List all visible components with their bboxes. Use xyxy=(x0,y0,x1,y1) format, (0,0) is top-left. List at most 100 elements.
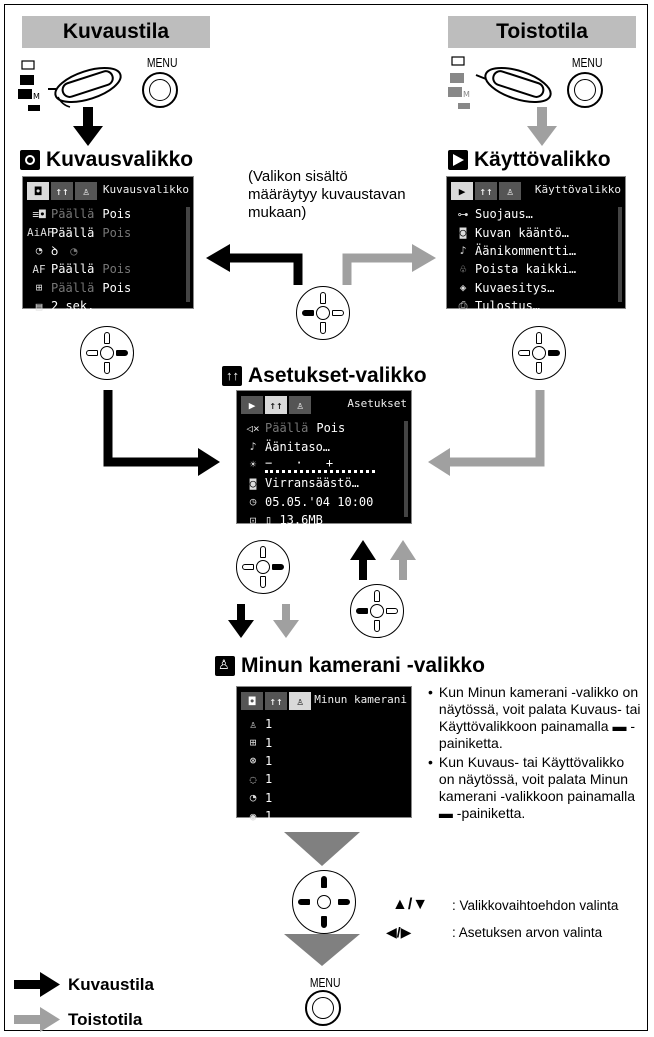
scrollbar[interactable] xyxy=(186,207,190,302)
row-icon: ⎙ xyxy=(458,299,468,313)
row-icon: ◔ xyxy=(35,244,43,258)
playback-row[interactable]: ◈Kuvaesitys… xyxy=(451,279,615,297)
mycamera-row[interactable]: ♙1 xyxy=(241,715,401,733)
shooting-row[interactable]: ◔ꝺ◔ xyxy=(27,242,183,260)
to-playback-menu-arrow xyxy=(342,244,436,285)
tools-icon: ↑↑ xyxy=(222,366,242,386)
mycamera-row[interactable]: ◉1 xyxy=(241,807,401,825)
shooting-menu-title-text: Kuvausvalikko xyxy=(46,148,194,171)
row-icon: ♪ xyxy=(459,244,467,258)
row-dim: Päällä xyxy=(265,421,309,436)
mycamera-menu-title: ♙ Minun kamerani -valikko xyxy=(215,654,485,678)
tab-setup[interactable]: ↑↑ xyxy=(265,692,287,710)
setup-row[interactable]: ◙Virransäästö… xyxy=(241,474,401,492)
controller-dial-bottom[interactable] xyxy=(292,870,356,934)
tab-mycamera[interactable]: ♙ xyxy=(289,396,311,414)
row-icon: ◈ xyxy=(459,281,467,295)
bullet-list: •Kun Minun kamerani -valikko on näytössä… xyxy=(428,684,643,822)
menu-button-shooting[interactable] xyxy=(142,72,178,108)
row-icon: ▤ xyxy=(35,299,43,313)
mycamera-row[interactable]: ◌1 xyxy=(241,770,401,788)
legend-playback: Toistotila xyxy=(68,1010,143,1029)
playback-down-arrow xyxy=(527,107,557,146)
mycamera-row[interactable]: ◔1 xyxy=(241,789,401,807)
tab-mycamera[interactable]: ♙ xyxy=(75,182,97,200)
scrollbar[interactable] xyxy=(404,421,408,517)
setup-menu-title-text: Asetukset-valikko xyxy=(248,364,427,387)
setup-row[interactable]: ♪ Äänitaso… xyxy=(241,437,401,455)
row-icon: ☀ xyxy=(249,458,257,472)
playback-row[interactable]: ♧Poista kaikki… xyxy=(451,260,615,278)
menu-button-playback[interactable] xyxy=(567,72,603,108)
row-dim: Päällä xyxy=(51,207,95,222)
tab-shooting[interactable]: ◘ xyxy=(241,692,263,710)
tab-mycamera[interactable]: ♙ xyxy=(289,692,311,710)
play-icon xyxy=(448,150,468,170)
bullet-text: Kun Kuvaus- tai Käyttövalikko on näytöss… xyxy=(438,754,636,821)
bullet-item: •Kun Kuvaus- tai Käyttövalikko on näytös… xyxy=(428,754,643,822)
playback-row[interactable]: ◙Kuvan kääntö… xyxy=(451,223,615,241)
row-icon: ≡◘ xyxy=(32,207,46,221)
shooting-to-setup-arrow xyxy=(103,390,220,476)
shooting-row[interactable]: ≡◘ Päällä Pois xyxy=(27,205,183,223)
setup-to-mycamera-arrow-playback xyxy=(273,604,299,638)
shooting-row[interactable]: ▤ 2 sek. xyxy=(27,297,183,315)
playback-row[interactable]: ♪ Äänikommentti… xyxy=(451,242,615,260)
row-value: 1 xyxy=(265,735,273,750)
tab-shooting[interactable]: ◘ xyxy=(27,182,49,200)
shooting-menu-title: Kuvausvalikko xyxy=(20,148,193,172)
mycamera-row[interactable]: ⊞1 xyxy=(241,733,401,751)
playback-row[interactable]: ⎙Tulostus… xyxy=(451,297,615,315)
mycamera-row[interactable]: ⊛1 xyxy=(241,752,401,770)
tab-playback[interactable]: ▶ xyxy=(241,396,263,414)
tab-mycamera[interactable]: ♙ xyxy=(499,182,521,200)
controller-dial-right[interactable] xyxy=(512,326,566,380)
tab-playback[interactable]: ▶ xyxy=(451,182,473,200)
setup-row[interactable]: ⊡▯ 13.6MB xyxy=(241,511,401,529)
setup-row[interactable]: ☀ − · + xyxy=(241,456,401,474)
setup-row[interactable]: ◷05.05.'04 10:00 xyxy=(241,493,401,511)
tab-setup[interactable]: ↑↑ xyxy=(51,182,73,200)
mycamera-rows: ♙1 ⊞1 ⊛1 ◌1 ◔1 ◉1 xyxy=(241,715,401,825)
row-value: Pois xyxy=(102,207,132,222)
menu-label-shooting: MENU xyxy=(146,55,178,70)
row-value: Äänitaso… xyxy=(265,439,331,454)
playback-row[interactable]: ⊶Suojaus… xyxy=(451,205,615,223)
row-icon: ◌ xyxy=(249,772,257,786)
row-value: Äänikommentti… xyxy=(475,243,577,258)
controller-dial-setup-left[interactable] xyxy=(236,540,290,594)
playback-mode-header-text: Toistotila xyxy=(496,20,588,43)
controller-dial-left[interactable] xyxy=(80,326,134,380)
tab-setup[interactable]: ↑↑ xyxy=(265,396,287,414)
shooting-mode-header-text: Kuvaustila xyxy=(62,20,170,43)
menu-button-bottom[interactable] xyxy=(305,990,341,1026)
row-dim: Pois xyxy=(102,262,132,277)
row-icon: AiAF xyxy=(27,226,54,240)
playback-tabs: ▶ ↑↑ ♙ xyxy=(451,181,621,201)
setup-tab-name: Asetukset xyxy=(347,397,407,410)
updown-keys-text: : Valikkovaihtoehdon valinta xyxy=(452,898,619,913)
controller-dial-center[interactable] xyxy=(296,286,350,340)
brightness-slider[interactable]: − · + xyxy=(265,456,375,474)
mycamera-menu-title-text: Minun kamerani -valikko xyxy=(241,654,485,677)
row-value: 2 sek. xyxy=(51,299,95,314)
camera-icon xyxy=(20,150,40,170)
menu-content-note: (Valikon sisältö määräytyy kuvaustavan m… xyxy=(248,168,406,221)
scrollbar[interactable] xyxy=(618,207,622,302)
to-shooting-menu-arrow xyxy=(206,244,303,285)
svg-text:M: M xyxy=(33,92,40,101)
row-value: ꝺ xyxy=(51,244,59,259)
controller-dial-setup-right[interactable] xyxy=(350,584,404,638)
row-icon: ♪ xyxy=(249,440,257,454)
page-frame xyxy=(4,4,648,1031)
mycamera-tab-name: Minun kamerani xyxy=(314,693,407,706)
row-icon: AF xyxy=(32,262,46,276)
tab-setup[interactable]: ↑↑ xyxy=(475,182,497,200)
shooting-tab-name: Kuvausvalikko xyxy=(102,183,189,196)
svg-text:M: M xyxy=(463,90,470,99)
